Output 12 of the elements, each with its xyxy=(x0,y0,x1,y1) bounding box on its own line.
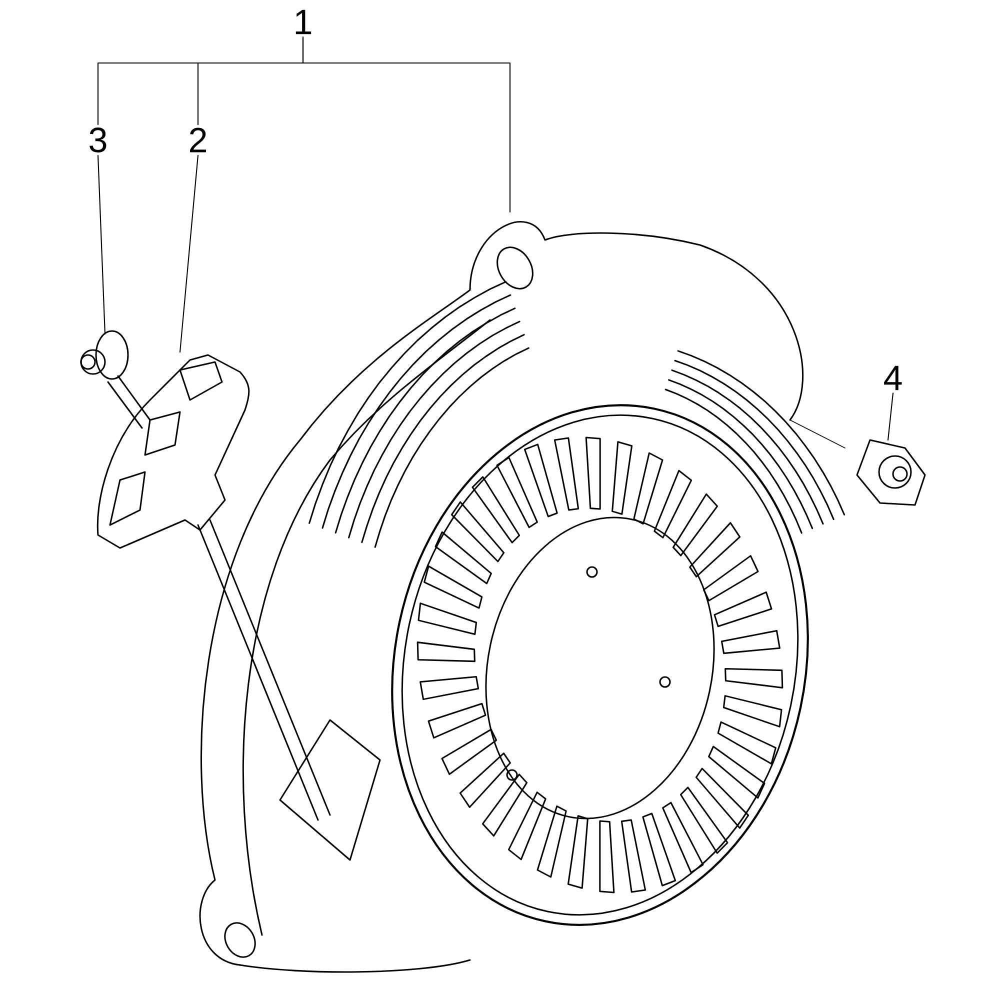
callout-number: 4 xyxy=(884,366,902,390)
leader-line xyxy=(97,155,106,335)
callout-number: 3 xyxy=(90,128,106,152)
flange-nut-drawing xyxy=(856,439,926,506)
recoil-starter-drawing xyxy=(199,221,846,973)
callout-number: 1 xyxy=(296,10,312,34)
rope-clip-drawing xyxy=(80,330,151,429)
starter-grip-drawing xyxy=(96,354,331,821)
callout-number: 2 xyxy=(190,128,206,152)
leader-line xyxy=(302,36,511,213)
leader-line xyxy=(887,392,894,441)
leader-line xyxy=(179,154,199,353)
